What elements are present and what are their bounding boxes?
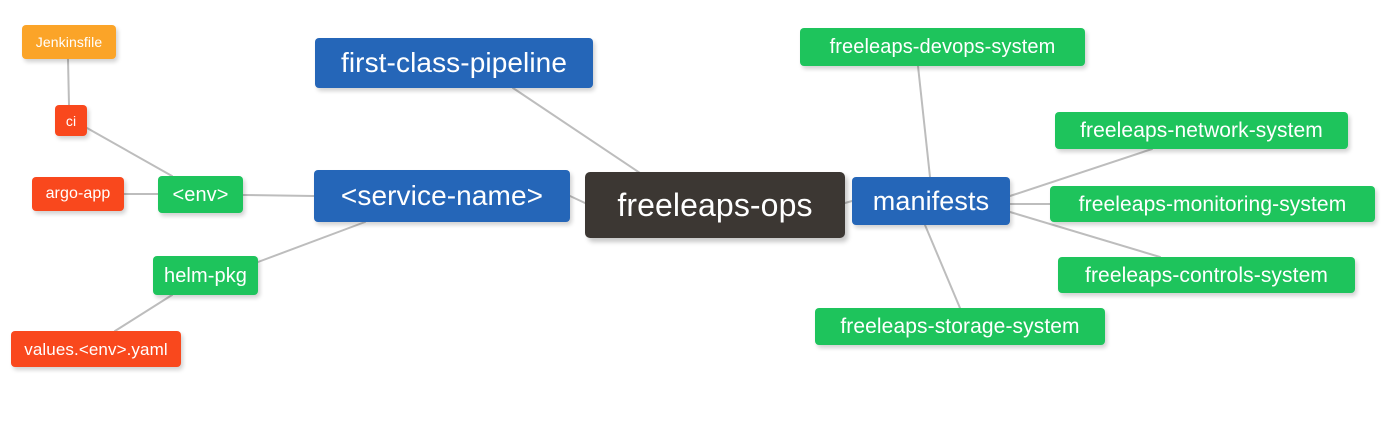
node-label-controls-system: freeleaps-controls-system — [1085, 263, 1328, 287]
node-devops-system[interactable]: freeleaps-devops-system — [800, 28, 1085, 66]
node-label-first-class-pipeline: first-class-pipeline — [340, 47, 568, 78]
node-helm-pkg[interactable]: helm-pkg — [153, 256, 258, 295]
edge-env-ci — [86, 127, 173, 177]
edge-service-env — [242, 194, 315, 197]
node-label-manifests: manifests — [872, 185, 990, 216]
node-controls-system[interactable]: freeleaps-controls-system — [1058, 257, 1355, 293]
edge-ops-service — [569, 195, 586, 204]
node-label-env: <env> — [172, 183, 229, 206]
node-service-name[interactable]: <service-name> — [314, 170, 570, 222]
node-label-storage-system: freeleaps-storage-system — [840, 315, 1080, 338]
node-values-yaml[interactable]: values.<env>.yaml — [11, 331, 181, 367]
edge-ci-jenkinsfile — [67, 58, 70, 106]
node-label-network-system: freeleaps-network-system — [1080, 119, 1323, 142]
node-label-helm-pkg: helm-pkg — [163, 264, 248, 287]
edge-helm-values — [114, 294, 173, 332]
node-label-monitoring-system: freeleaps-monitoring-system — [1078, 192, 1347, 216]
node-monitoring-system[interactable]: freeleaps-monitoring-system — [1050, 186, 1375, 222]
node-label-values-yaml: values.<env>.yaml — [24, 339, 168, 359]
edge-ops-pipeline — [512, 87, 641, 174]
node-label-ci: ci — [65, 112, 77, 129]
edge-manifests-devops — [917, 65, 931, 178]
edge-ops-manifests — [844, 200, 853, 204]
node-env[interactable]: <env> — [158, 176, 243, 213]
node-ci[interactable]: ci — [55, 105, 87, 136]
node-label-service-name: <service-name> — [340, 180, 544, 211]
node-first-class-pipeline[interactable]: first-class-pipeline — [315, 38, 593, 88]
node-network-system[interactable]: freeleaps-network-system — [1055, 112, 1348, 149]
node-storage-system[interactable]: freeleaps-storage-system — [815, 308, 1105, 345]
node-label-jenkinsfile: Jenkinsfile — [35, 34, 103, 50]
node-freeleaps-ops[interactable]: freeleaps-ops — [585, 172, 845, 238]
edge-service-helm — [257, 221, 366, 263]
node-label-freeleaps-ops: freeleaps-ops — [617, 187, 813, 223]
node-label-devops-system: freeleaps-devops-system — [829, 36, 1056, 58]
node-jenkinsfile[interactable]: Jenkinsfile — [22, 25, 116, 59]
node-label-argo-app: argo-app — [45, 185, 111, 202]
edge-manifests-storage — [924, 224, 961, 309]
node-manifests[interactable]: manifests — [852, 177, 1010, 225]
node-argo-app[interactable]: argo-app — [32, 177, 124, 211]
